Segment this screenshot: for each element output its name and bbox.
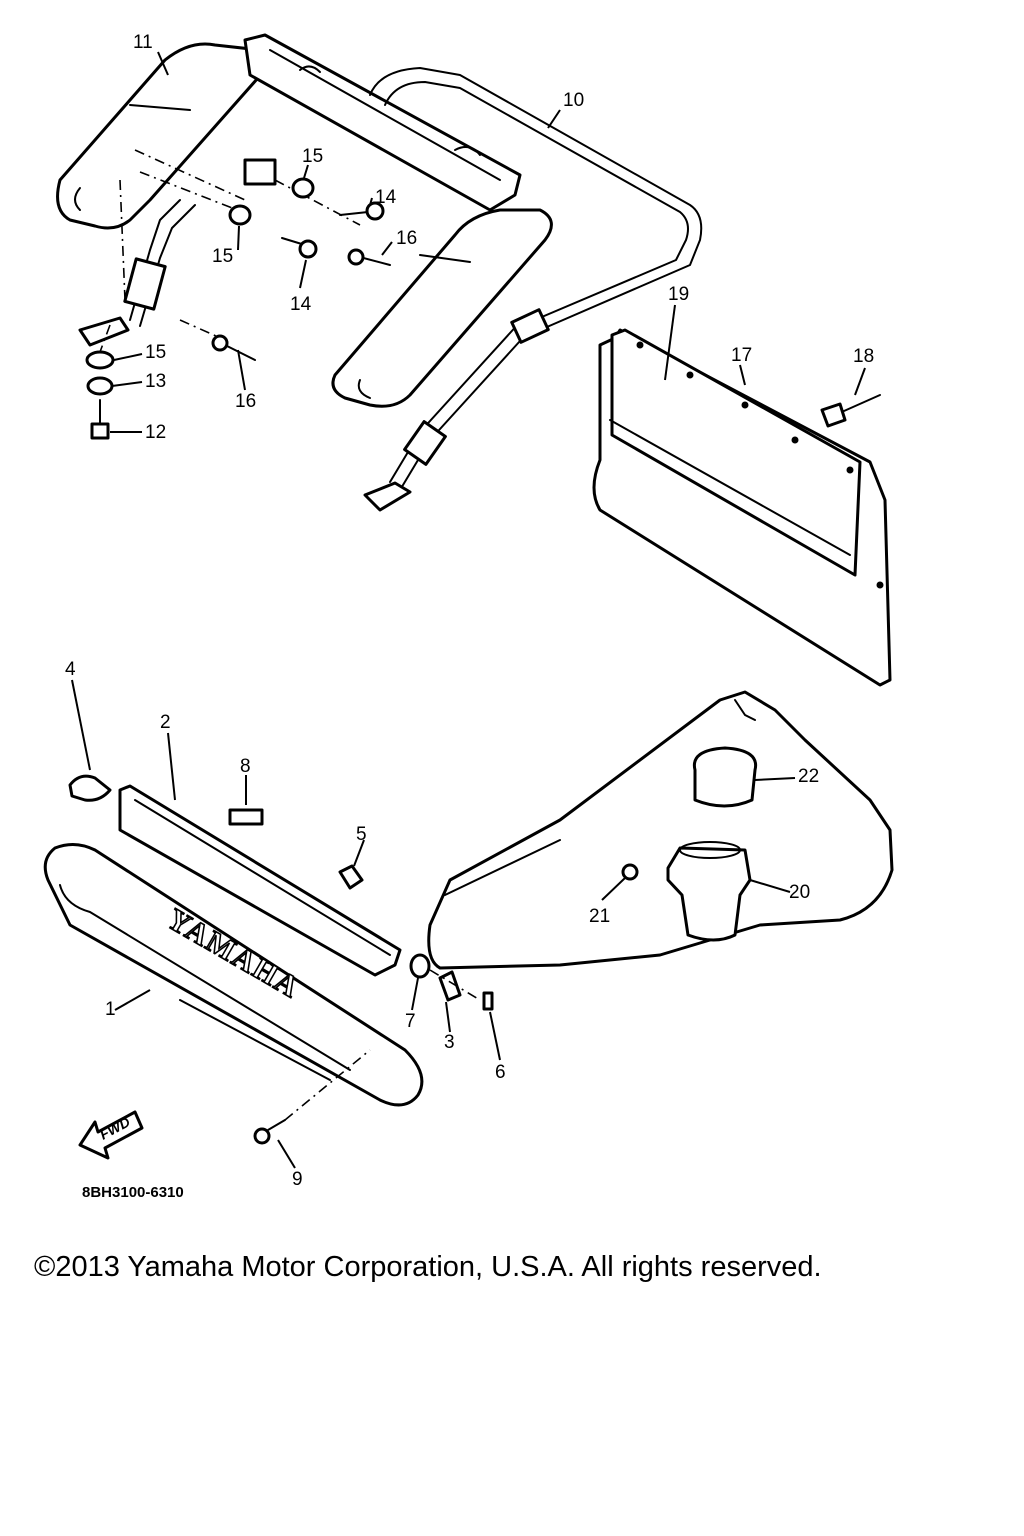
callout-16a: 16 bbox=[396, 228, 417, 249]
callout-18: 18 bbox=[853, 346, 874, 367]
callout-12: 12 bbox=[145, 422, 166, 443]
part-4-clip bbox=[68, 774, 112, 802]
callout-9: 9 bbox=[292, 1169, 303, 1190]
callout-22: 22 bbox=[798, 766, 819, 787]
fasteners-upper bbox=[85, 177, 391, 440]
callout-7: 7 bbox=[405, 1011, 416, 1032]
fasteners-lower bbox=[253, 953, 494, 1145]
part-10-frame bbox=[78, 33, 703, 512]
copyright-notice: ©2013 Yamaha Motor Corporation, U.S.A. A… bbox=[34, 1251, 822, 1283]
callout-16b: 16 bbox=[235, 391, 256, 412]
part-17-19-flap bbox=[592, 328, 892, 687]
callout-14b: 14 bbox=[290, 294, 312, 315]
callout-labels: 11 10 15 14 16 15 14 15 13 12 16 19 17 1… bbox=[65, 32, 874, 1190]
callout-4: 4 bbox=[65, 659, 76, 680]
fwd-arrow: FWD bbox=[78, 1110, 144, 1160]
part-2-bracket-bar bbox=[118, 784, 402, 977]
part-8-label bbox=[228, 808, 264, 826]
callout-15a: 15 bbox=[302, 146, 323, 167]
callout-21: 21 bbox=[589, 906, 610, 927]
callout-10: 10 bbox=[563, 90, 584, 111]
assembly-lines-upper bbox=[99, 149, 361, 353]
callout-3: 3 bbox=[444, 1032, 455, 1053]
callout-13: 13 bbox=[145, 371, 166, 392]
part-fuel-tank bbox=[427, 690, 894, 970]
callout-2: 2 bbox=[160, 712, 171, 733]
part-5-bracket bbox=[338, 864, 364, 890]
callout-leaders bbox=[71, 51, 866, 1169]
callout-14a: 14 bbox=[375, 187, 397, 208]
part-11-pad-left bbox=[56, 42, 267, 230]
drawing-code: 8BH3100-6310 bbox=[82, 1184, 184, 1201]
callout-11: 11 bbox=[133, 32, 153, 53]
exploded-parts-diagram: YAMAHA bbox=[43, 32, 894, 1201]
callout-15b: 15 bbox=[212, 246, 233, 267]
callout-19: 19 bbox=[668, 284, 689, 305]
callout-8: 8 bbox=[240, 756, 251, 777]
callout-6: 6 bbox=[495, 1062, 506, 1083]
callout-20: 20 bbox=[789, 882, 810, 903]
callout-5: 5 bbox=[356, 824, 367, 845]
callout-15c: 15 bbox=[145, 342, 166, 363]
callout-17: 17 bbox=[731, 345, 752, 366]
callout-1: 1 bbox=[105, 999, 116, 1020]
